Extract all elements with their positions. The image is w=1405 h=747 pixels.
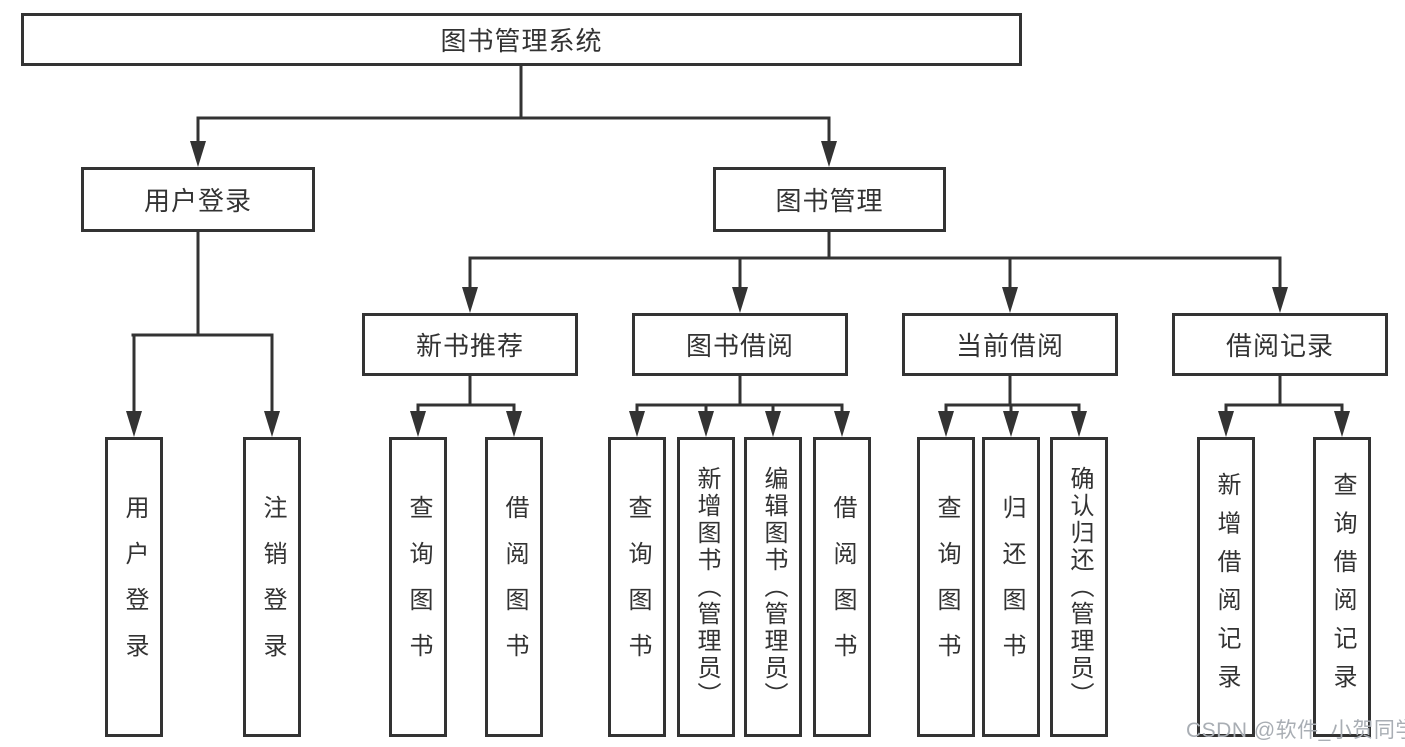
leaf-confirm-return-admin: 确认归还（管理员） [1050, 437, 1108, 737]
arrowhead [1003, 411, 1019, 437]
arrowhead [821, 141, 837, 167]
arrowhead [190, 141, 206, 167]
leaf-edit-books-admin: 编辑图书（管理员） [744, 437, 802, 737]
leaf-label: 借阅图书 [501, 495, 528, 679]
leaf-query-books-borrow: 查询图书 [608, 437, 666, 737]
arrowheads [126, 141, 1350, 437]
arrowhead [938, 411, 954, 437]
leaf-label: 确认归还（管理员） [1066, 465, 1093, 709]
leaf-label: 查询图书 [624, 495, 651, 679]
leaf-label: 查询图书 [933, 495, 960, 679]
leaf-query-books-current: 查询图书 [917, 437, 975, 737]
leaf-add-books-admin: 新增图书（管理员） [677, 437, 735, 737]
arrowhead [698, 411, 714, 437]
node-new-book-recommend: 新书推荐 [362, 313, 578, 376]
leaf-label: 注销登录 [259, 495, 286, 679]
csdn-watermark: CSDN @软件_小贺同学 [1186, 719, 1405, 742]
node-book-management: 图书管理 [713, 167, 946, 232]
leaf-label: 用户登录 [121, 495, 148, 679]
node-user-login: 用户登录 [81, 167, 315, 232]
node-book-borrow-label: 图书借阅 [685, 331, 794, 361]
arrowhead [1002, 287, 1018, 313]
node-book-management-label: 图书管理 [775, 186, 884, 216]
arrowhead [1071, 411, 1087, 437]
node-current-borrow-label: 当前借阅 [955, 331, 1064, 361]
leaf-label: 归还图书 [998, 495, 1025, 679]
leaf-borrow-books: 借阅图书 [813, 437, 871, 737]
arrowhead [126, 411, 142, 437]
arrowhead [1218, 411, 1234, 437]
arrowhead [732, 287, 748, 313]
arrowhead [462, 287, 478, 313]
arrowhead [410, 411, 426, 437]
leaf-logout: 注销登录 [243, 437, 301, 737]
node-root-label: 图书管理系统 [440, 26, 603, 56]
node-root: 图书管理系统 [21, 13, 1022, 66]
arrowhead [629, 411, 645, 437]
leaf-label: 查询借阅记录 [1329, 472, 1356, 702]
node-user-login-label: 用户登录 [143, 186, 252, 216]
leaf-label: 编辑图书（管理员） [760, 465, 787, 709]
arrowhead [264, 411, 280, 437]
leaf-query-books-recommend: 查询图书 [389, 437, 447, 737]
node-new-book-recommend-label: 新书推荐 [415, 331, 524, 361]
arrowhead [834, 411, 850, 437]
leaf-user-login-action: 用户登录 [105, 437, 163, 737]
arrowhead [1334, 411, 1350, 437]
node-borrow-record-label: 借阅记录 [1225, 331, 1334, 361]
node-current-borrow: 当前借阅 [902, 313, 1118, 376]
leaf-label: 新增借阅记录 [1213, 472, 1240, 702]
leaf-label: 查询图书 [405, 495, 432, 679]
leaf-query-borrow-record: 查询借阅记录 [1313, 437, 1371, 737]
leaf-borrow-books-recommend: 借阅图书 [485, 437, 543, 737]
leaf-label: 借阅图书 [829, 495, 856, 679]
leaf-add-borrow-record: 新增借阅记录 [1197, 437, 1255, 737]
leaf-return-books: 归还图书 [982, 437, 1040, 737]
node-book-borrow: 图书借阅 [632, 313, 848, 376]
arrowhead [765, 411, 781, 437]
arrowhead [1272, 287, 1288, 313]
node-borrow-record: 借阅记录 [1172, 313, 1388, 376]
leaf-label: 新增图书（管理员） [693, 465, 720, 709]
arrowhead [506, 411, 522, 437]
